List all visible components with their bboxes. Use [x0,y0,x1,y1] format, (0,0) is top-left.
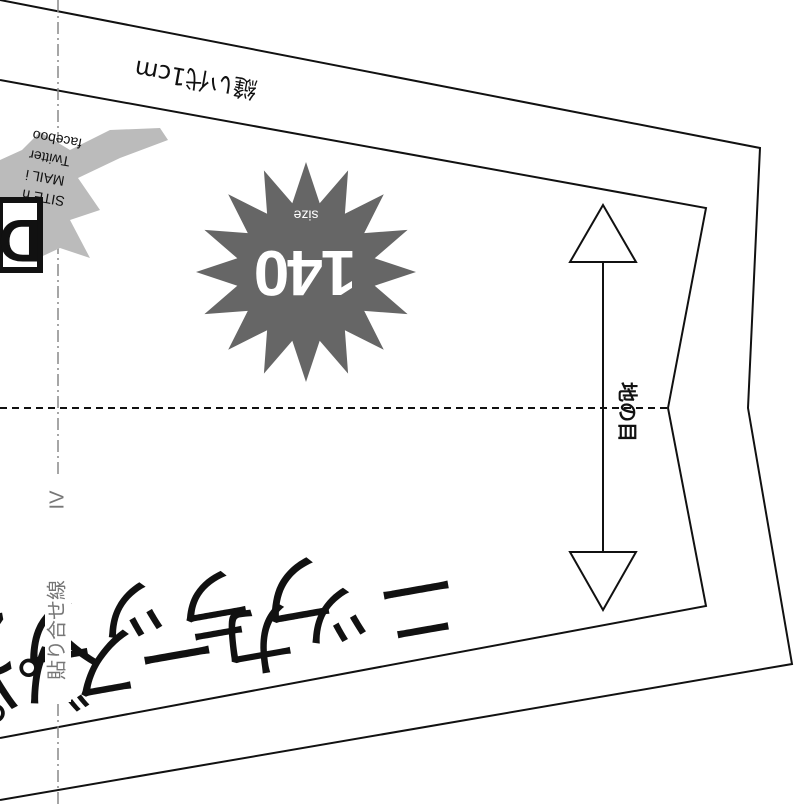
starburst-shape [196,162,416,382]
grain-line-arrow [568,203,638,613]
seam-allowance-label: 縫い代1cm [132,54,259,103]
join-line-label: 貼り合せ線 [45,580,69,680]
brand-mark-frame [0,197,43,273]
contact-line-site: SITE h [21,186,66,209]
brand-splash: D [0,128,168,274]
contact-line-twitter: Twitter [27,147,71,170]
finished-line [0,79,708,739]
grain-arrowhead-bottom [568,551,638,613]
join-line-suffix: IV [46,490,68,510]
contact-line-mail: MAIL i [24,167,65,190]
size-number: 140 [256,237,357,309]
grain-label: 地の目 [616,382,640,442]
size-caption: size [293,207,318,223]
size-badge: 140 size [196,162,416,382]
grain-arrowhead-top [568,203,638,263]
brand-letter: D [0,207,42,274]
